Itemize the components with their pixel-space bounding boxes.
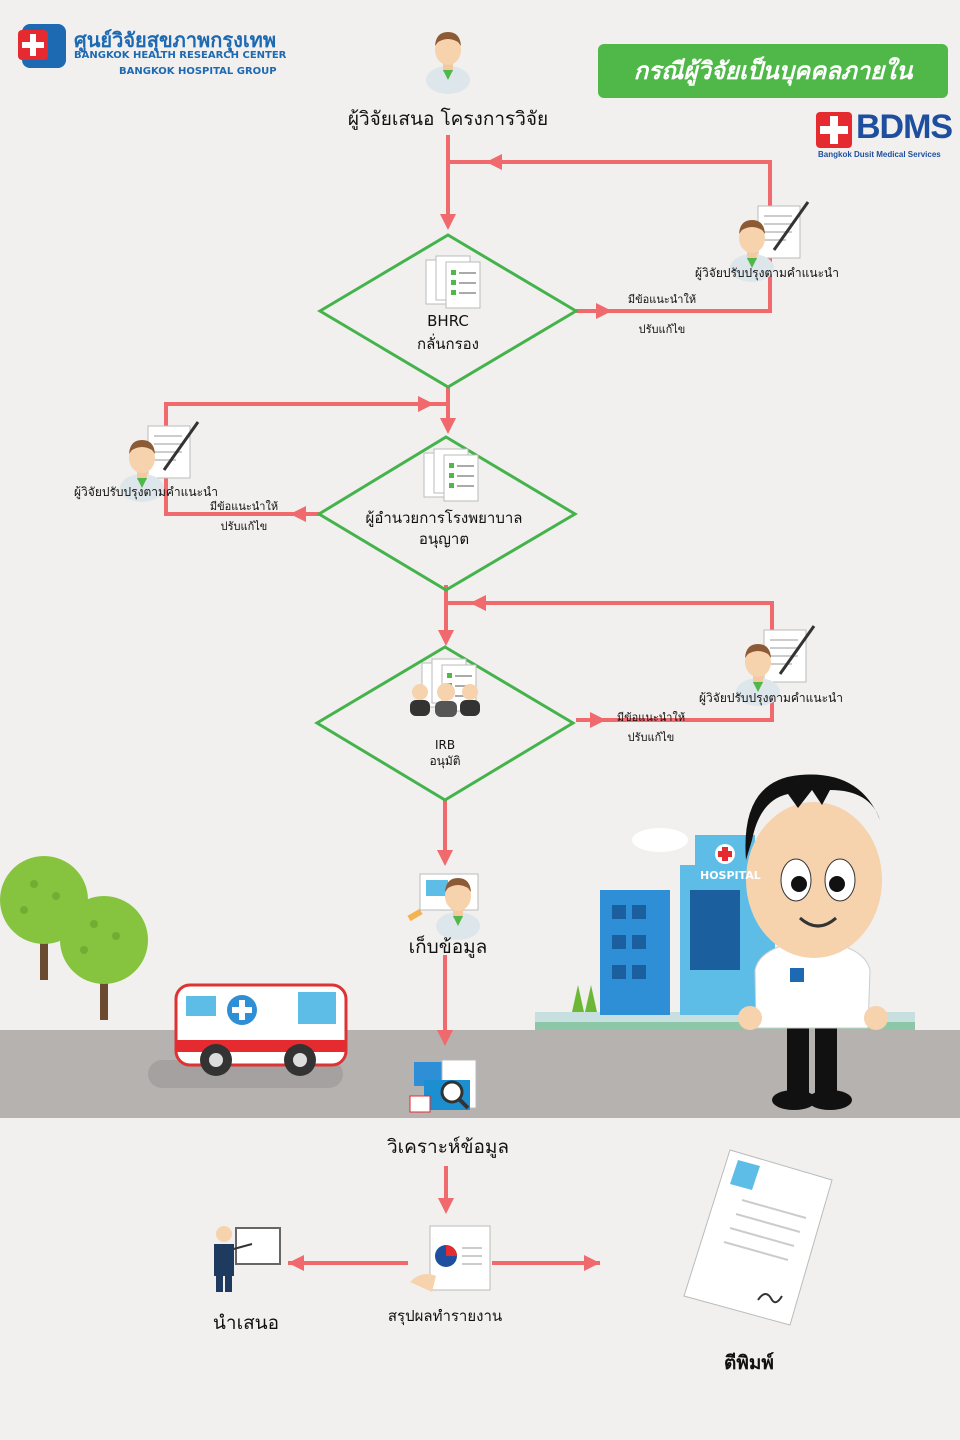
diamond-bhrc	[317, 233, 579, 389]
irb-step-action: อนุมัติ	[429, 754, 461, 768]
revise-label-1: ผู้วิจัยปรับปรุงตามคำแนะนำ	[695, 266, 839, 280]
director-docs-icon	[423, 448, 479, 502]
fix-label-3: ปรับแก้ไข	[627, 731, 675, 744]
irb-step-title: IRB	[434, 738, 456, 752]
brand-name-thai: ศูนย์วิจัยสุขภาพกรุงเทพ	[74, 28, 277, 52]
diamond-director	[316, 435, 578, 592]
partner-logo-subtitle: Bangkok Dusit Medical Services	[818, 150, 941, 159]
start-step-label: ผู้วิจัยเสนอ โครงการวิจัย	[347, 108, 549, 130]
brand-name-english: BANGKOK HEALTH RESEARCH CENTER	[74, 50, 287, 61]
brand-group-name: BANGKOK HOSPITAL GROUP	[119, 66, 277, 77]
collect-data-label: เก็บข้อมูล	[408, 936, 488, 958]
mascot-doctor-icon	[738, 774, 888, 1110]
checklist-docs-icon	[425, 255, 481, 309]
director-step-action: อนุญาต	[418, 530, 470, 548]
analyze-data-label: วิเคราะห์ข้อมูล	[386, 1136, 510, 1158]
published-paper-icon	[683, 1149, 833, 1326]
suggestion-label-3: มีข้อแนะนำให้	[616, 711, 686, 724]
partner-logo-text: BDMS	[856, 108, 953, 146]
decision-diamonds	[314, 233, 579, 802]
tree-left-icon	[0, 856, 148, 1020]
suggestion-label-1: มีข้อแนะนำให้	[627, 293, 697, 306]
researcher-start-icon	[426, 32, 470, 94]
data-collection-icon	[407, 873, 480, 940]
hospital-sign: HOSPITAL	[700, 869, 761, 882]
fix-label-1: ปรับแก้ไข	[638, 323, 686, 336]
diamond-irb	[314, 645, 576, 802]
bdms-logo-icon	[816, 112, 852, 148]
irb-committee-icon	[410, 658, 480, 717]
suggestion-label-2: มีข้อแนะนำให้	[209, 500, 279, 513]
director-step-title: ผู้อำนวยการโรงพยาบาล	[365, 509, 523, 527]
revise-label-3: ผู้วิจัยปรับปรุงตามคำแนะนำ	[699, 691, 843, 705]
bhrc-step-title: BHRC	[427, 312, 469, 330]
brand-logo-icon	[18, 24, 66, 68]
fix-label-2: ปรับแก้ไข	[220, 520, 268, 533]
page-title-banner: กรณีผู้วิจัยเป็นบุคคลภายใน	[598, 44, 948, 98]
presenter-icon	[214, 1226, 281, 1292]
report-summary-icon	[410, 1225, 491, 1292]
ambulance-icon	[148, 983, 348, 1088]
data-analysis-icon	[409, 1059, 477, 1113]
summary-report-label: สรุปผลทำรายงาน	[387, 1307, 503, 1325]
publish-label: ตีพิมพ์	[724, 1352, 774, 1374]
hospital-building-icon	[572, 828, 775, 1015]
bhrc-step-action: กลั่นกรอง	[417, 335, 479, 353]
present-label: นำเสนอ	[212, 1312, 280, 1334]
arrow-heads	[288, 154, 612, 1271]
revise-label-2: ผู้วิจัยปรับปรุงตามคำแนะนำ	[74, 485, 218, 499]
